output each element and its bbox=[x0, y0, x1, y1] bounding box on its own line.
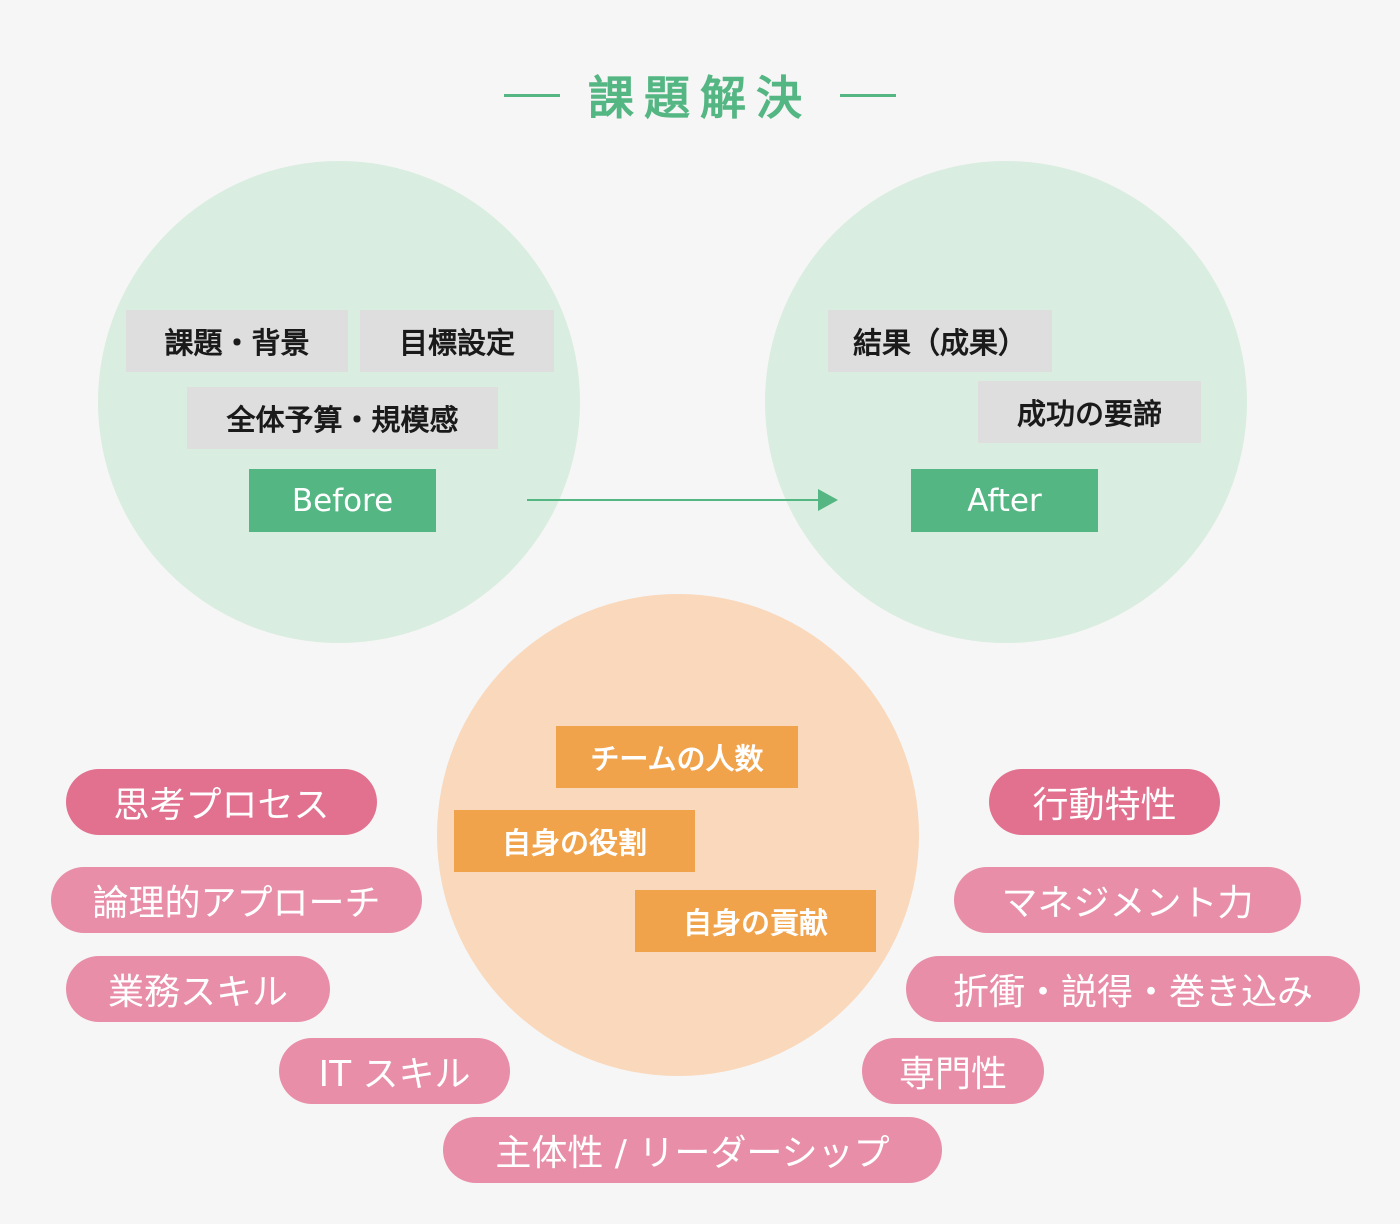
center-item-own-role: 自身の役割 bbox=[454, 810, 695, 872]
before-item-goal-setting: 目標設定 bbox=[360, 310, 554, 372]
page-title: 課題解決 bbox=[588, 71, 812, 125]
center-item-own-contribution: 自身の貢献 bbox=[635, 890, 876, 952]
skill-pill-expertise: 専門性 bbox=[862, 1038, 1044, 1104]
after-item-result: 結果（成果） bbox=[828, 310, 1052, 372]
title-area: 課題解決 bbox=[0, 60, 1400, 130]
after-item-success-factor: 成功の要諦 bbox=[978, 381, 1201, 443]
skill-pill-behavior-traits: 行動特性 bbox=[989, 769, 1220, 835]
skill-pill-business-skill: 業務スキル bbox=[66, 956, 330, 1022]
center-item-team-size: チームの人数 bbox=[556, 726, 798, 788]
skill-pill-leadership: 主体性 / リーダーシップ bbox=[443, 1117, 942, 1183]
title-left-line bbox=[504, 93, 560, 97]
title-right-line bbox=[840, 93, 896, 97]
skill-pill-thinking-process: 思考プロセス bbox=[66, 769, 377, 835]
before-item-budget-scale: 全体予算・規模感 bbox=[187, 387, 498, 449]
after-label: After bbox=[911, 469, 1098, 532]
skill-pill-logical-approach: 論理的アプローチ bbox=[51, 867, 422, 933]
before-item-issue-background: 課題・背景 bbox=[126, 310, 348, 372]
skill-pill-management: マネジメント力 bbox=[954, 867, 1301, 933]
arrow-right-icon bbox=[527, 489, 838, 511]
skill-pill-it-skill: IT スキル bbox=[279, 1038, 510, 1104]
skill-pill-negotiation: 折衝・説得・巻き込み bbox=[906, 956, 1360, 1022]
before-label: Before bbox=[249, 469, 436, 532]
